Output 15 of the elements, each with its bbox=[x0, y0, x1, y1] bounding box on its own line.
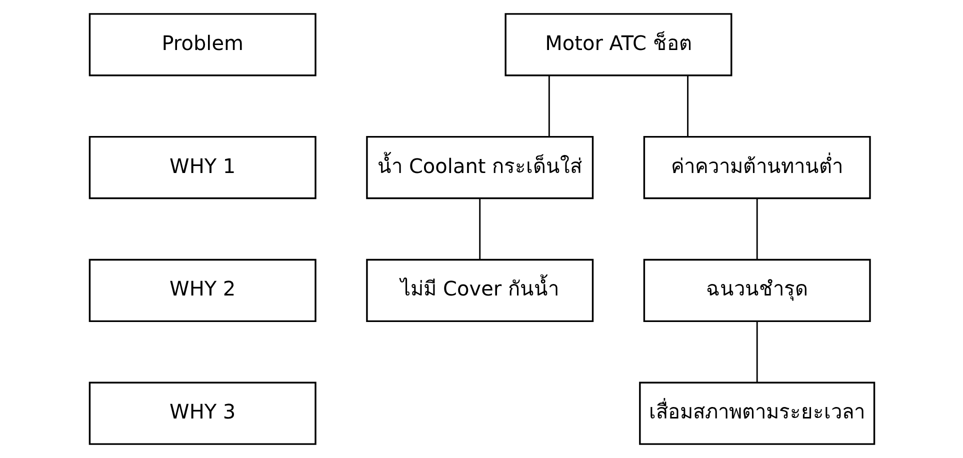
node-box: ไม่มี Cover กันน้ำ bbox=[366, 258, 594, 322]
connector bbox=[686, 76, 688, 137]
node-box: ค่าความต้านทานต่ำ bbox=[642, 136, 870, 200]
connector bbox=[756, 321, 758, 382]
node-box: ฉนวนชำรุด bbox=[642, 258, 870, 322]
node-box: น้ำ Coolant กระเด็นใส่ bbox=[366, 136, 594, 200]
node-box: Motor ATC ช็อต bbox=[504, 13, 732, 76]
node-box: WHY 3 bbox=[88, 382, 316, 445]
node-box: WHY 2 bbox=[88, 258, 316, 322]
node-box: Problem bbox=[88, 13, 316, 76]
node-box: WHY 1 bbox=[88, 136, 316, 200]
connector bbox=[548, 76, 550, 137]
connector bbox=[478, 198, 480, 260]
connector bbox=[756, 198, 758, 260]
node-box: เสื่อมสภาพตามระยะเวลา bbox=[638, 382, 875, 445]
